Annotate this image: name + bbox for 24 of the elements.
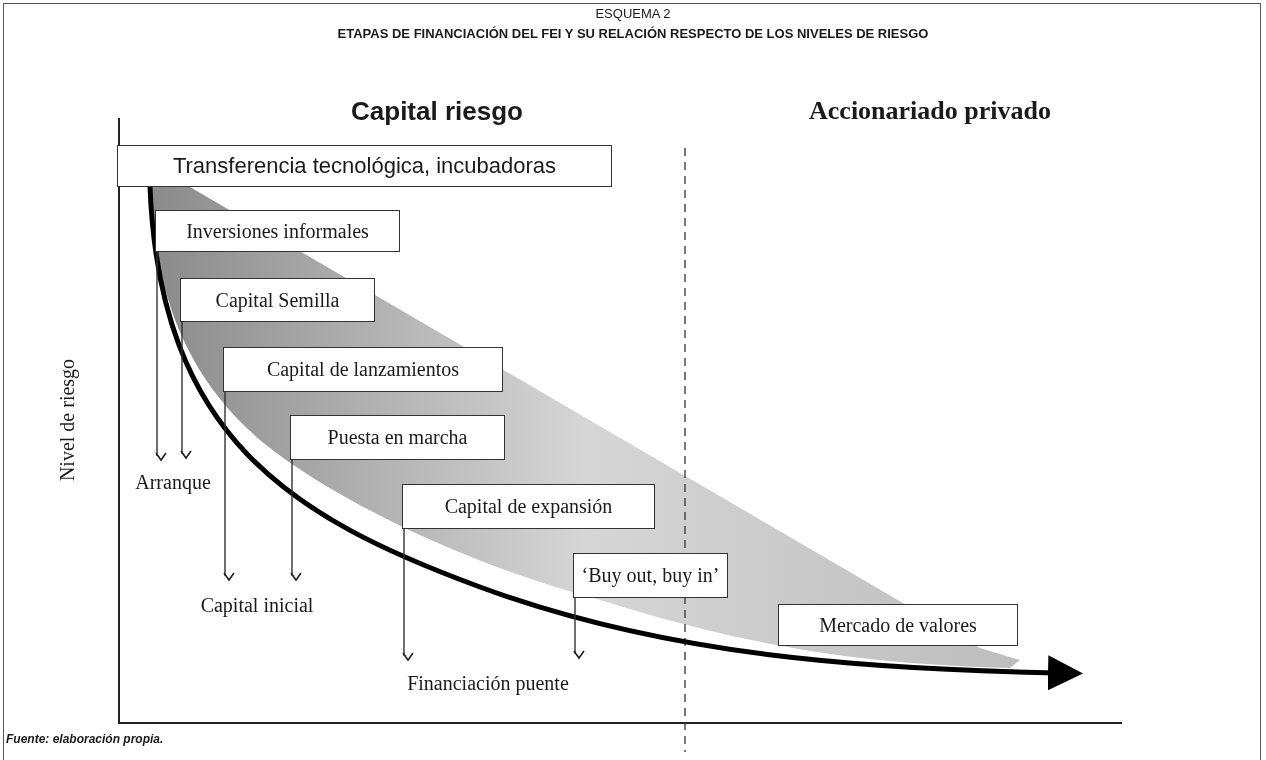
stage-box: ‘Buy out, buy in’ xyxy=(573,553,728,598)
section-heading: Capital riesgo xyxy=(351,96,523,127)
figure-title: ETAPAS DE FINANCIACIÓN DEL FEI Y SU RELACIÓN RESPECTO DE LOS NIVELES DE RIESGO xyxy=(336,26,930,41)
risk-curve-arrow xyxy=(147,186,1083,691)
stage-box: Transferencia tecnológica, incubadoras xyxy=(117,145,612,187)
arrow xyxy=(155,251,167,461)
arrow xyxy=(402,528,414,661)
stage-box: Inversiones informales xyxy=(155,210,400,252)
stage-label: Financiación puente xyxy=(376,668,600,698)
stage-box: Mercado de valores xyxy=(778,604,1018,646)
source-note: Fuente: elaboración propia. xyxy=(6,732,164,746)
arrow xyxy=(223,391,235,581)
arrow xyxy=(290,459,302,581)
arrow xyxy=(180,321,192,459)
stage-box: Puesta en marcha xyxy=(290,415,505,460)
stage-box: Capital de expansión xyxy=(402,484,655,529)
stage-box: Capital Semilla xyxy=(180,278,375,322)
stage-label: Arranque xyxy=(128,468,218,496)
stage-label: Capital inicial xyxy=(184,590,330,620)
axis-label: Nivel de riesgo xyxy=(55,358,79,482)
stage-box: Capital de lanzamientos xyxy=(223,347,503,392)
figure-number: ESQUEMA 2 xyxy=(594,6,672,21)
arrow xyxy=(573,597,585,659)
section-heading: Accionariado privado xyxy=(809,96,1051,126)
